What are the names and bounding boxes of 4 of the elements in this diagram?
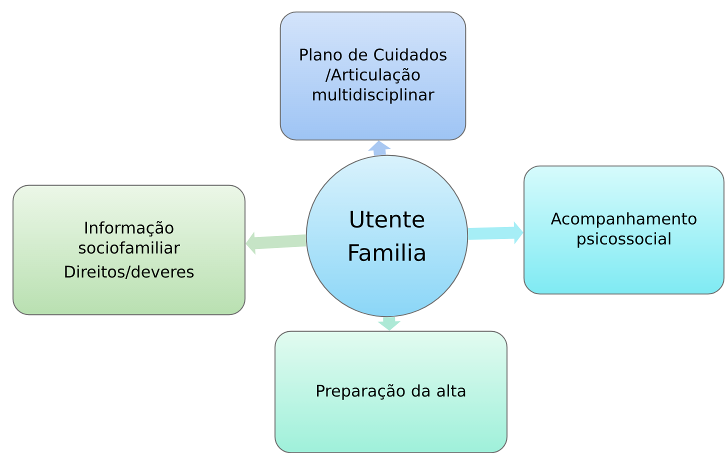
rounded-box: Preparação da alta bbox=[274, 330, 508, 453]
rounded-box: Plano de Cuidados /Articulação multidisciplinar bbox=[280, 11, 466, 141]
rounded-box: Informação sociofamiliar Direitos/deveres bbox=[12, 184, 246, 316]
rounded-box: Acompanhamento psicossocial bbox=[523, 165, 725, 295]
